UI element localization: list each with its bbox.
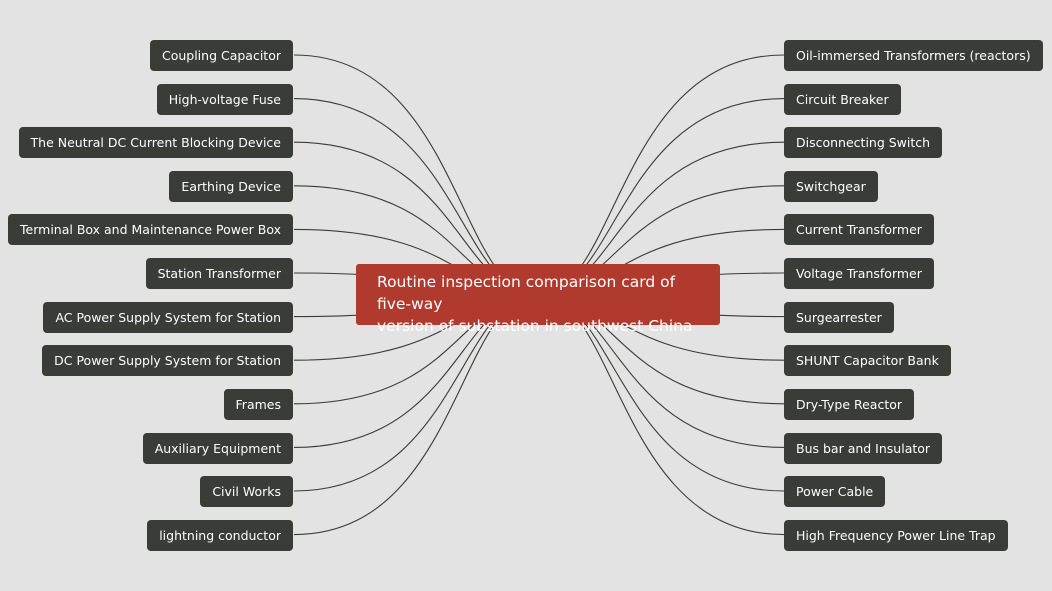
left-node-civil-works[interactable]: Civil Works (200, 476, 293, 507)
right-node-dry-type-reactor[interactable]: Dry-Type Reactor (784, 389, 915, 420)
left-node-terminal-box[interactable]: Terminal Box and Maintenance Power Box (8, 214, 293, 245)
left-node-station-transformer[interactable]: Station Transformer (145, 258, 293, 289)
left-node-neutral-dc-blocking-device[interactable]: The Neutral DC Current Blocking Device (18, 127, 293, 158)
right-connector-0 (537, 54, 785, 296)
right-node-disconnecting-switch[interactable]: Disconnecting Switch (784, 127, 943, 158)
right-node-current-transformer[interactable]: Current Transformer (784, 214, 934, 245)
right-node-switchgear[interactable]: Switchgear (784, 171, 878, 202)
left-node-ac-power-supply[interactable]: AC Power Supply System for Station (43, 302, 293, 333)
left-node-high-voltage-fuse[interactable]: High-voltage Fuse (156, 84, 293, 115)
right-node-voltage-transformer[interactable]: Voltage Transformer (784, 258, 934, 289)
right-node-bus-bar-insulator[interactable]: Bus bar and Insulator (784, 433, 943, 464)
right-node-oil-immersed-transformers[interactable]: Oil-immersed Transformers (reactors) (784, 40, 1043, 71)
right-node-shunt-capacitor-bank[interactable]: SHUNT Capacitor Bank (784, 345, 951, 376)
left-node-dc-power-supply[interactable]: DC Power Supply System for Station (42, 345, 293, 376)
left-connector-0 (293, 54, 539, 296)
right-node-high-frequency-line-trap[interactable]: High Frequency Power Line Trap (784, 520, 1008, 551)
left-node-lightning-conductor[interactable]: lightning conductor (147, 520, 293, 551)
central-topic-node[interactable]: Routine inspection comparison card of fi… (356, 264, 720, 335)
left-node-coupling-capacitor[interactable]: Coupling Capacitor (149, 40, 293, 71)
central-topic-line-2: version of substation in southwest China (377, 317, 693, 335)
left-node-frames[interactable]: Frames (223, 389, 293, 420)
left-node-earthing-device[interactable]: Earthing Device (169, 171, 293, 202)
left-node-auxiliary-equipment[interactable]: Auxiliary Equipment (142, 433, 293, 464)
right-node-power-cable[interactable]: Power Cable (784, 476, 886, 507)
right-node-circuit-breaker[interactable]: Circuit Breaker (784, 84, 901, 115)
right-node-surge-arrester[interactable]: Surgearrester (784, 302, 894, 333)
central-topic-line-1: Routine inspection comparison card of fi… (377, 273, 676, 313)
